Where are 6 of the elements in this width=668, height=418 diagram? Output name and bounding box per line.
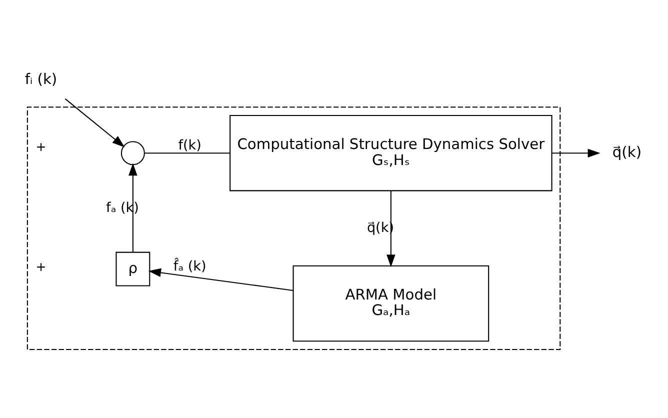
label: +	[36, 138, 46, 154]
edge-label: f(k)	[178, 136, 202, 153]
node-text: fᵢ (k)	[24, 70, 58, 88]
node-text: q⃗(k)	[612, 143, 642, 160]
label: +	[36, 258, 46, 274]
edge-label: f̂ₐ (k)	[173, 258, 206, 274]
